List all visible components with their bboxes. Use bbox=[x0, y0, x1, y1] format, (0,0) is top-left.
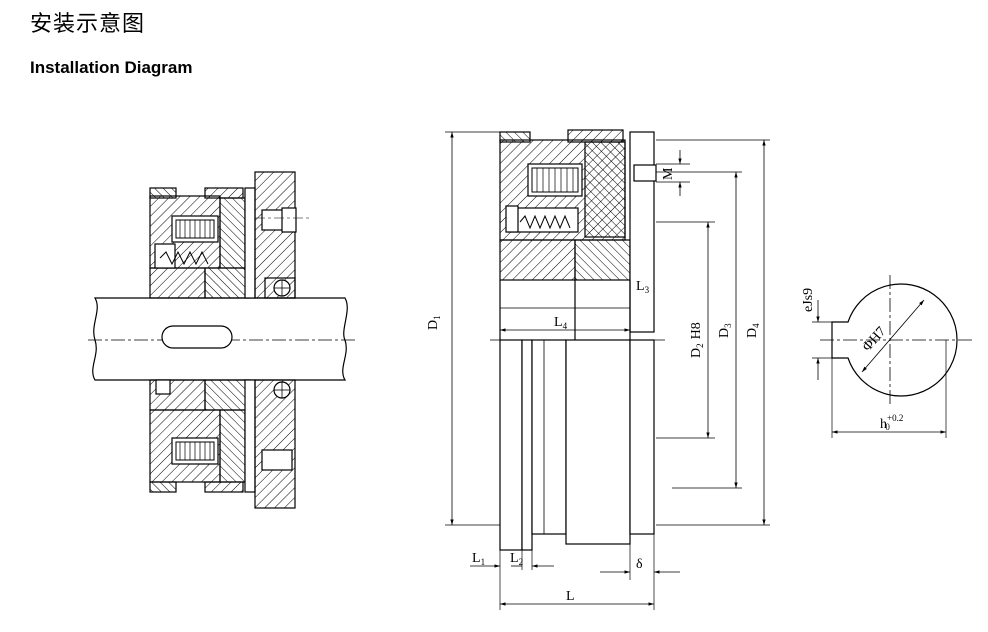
clutch-upper-half bbox=[149, 171, 310, 299]
dim-label-delta: δ bbox=[636, 557, 643, 572]
dim-label-d1: D1 bbox=[426, 315, 442, 330]
assembly-section-view bbox=[88, 171, 358, 509]
dim-label-key-width: eJs9 bbox=[801, 288, 816, 312]
dim-label-m: M bbox=[661, 167, 676, 180]
dim-label-l4: L4 bbox=[554, 315, 568, 331]
clutch-dimension-view: D1 D2H8 D3 D4 M L4 L3 L1 L2 δ L bbox=[426, 129, 770, 610]
shaft bbox=[88, 297, 358, 381]
dim-label-d4: D4 bbox=[745, 323, 761, 338]
page-title-english: Installation Diagram bbox=[30, 58, 193, 77]
clutch-lower-half bbox=[149, 379, 296, 509]
page-title-chinese: 安装示意图 bbox=[30, 12, 146, 37]
dim-label-l2: L2 bbox=[510, 551, 523, 567]
dim-label-l1: L1 bbox=[472, 551, 485, 567]
dim-label-d2-h8: D2H8 bbox=[689, 322, 705, 358]
dim-label-d3: D3 bbox=[717, 323, 733, 338]
dim-label-l: L bbox=[566, 589, 575, 604]
dim-label-l3: L3 bbox=[636, 279, 650, 295]
